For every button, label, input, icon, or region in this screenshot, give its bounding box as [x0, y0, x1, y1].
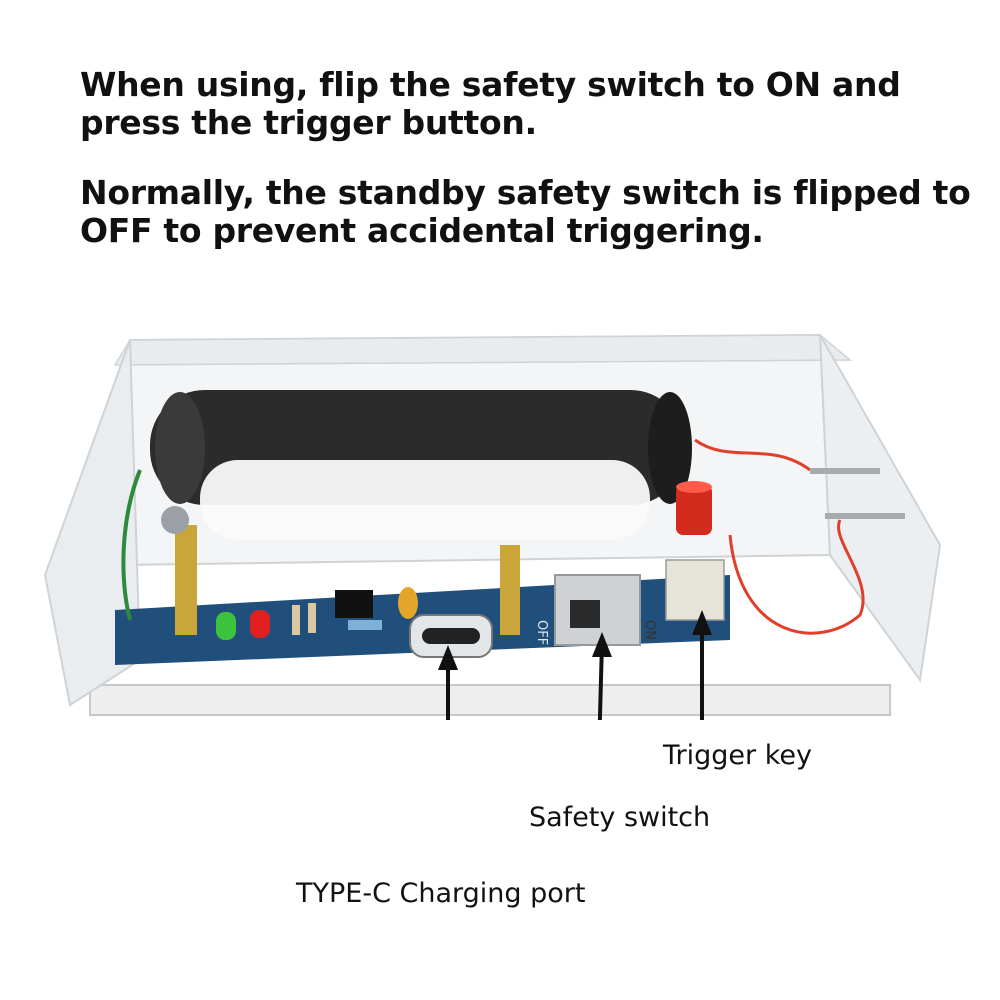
instruction-text-1: When using, flip the safety switch to ON… [80, 65, 901, 142]
standoff-right [500, 545, 520, 635]
off-marking: OFF [534, 620, 549, 645]
trigger-key-label: Trigger key [663, 740, 812, 771]
arrow-trigger-head [692, 610, 712, 635]
trigger-button [665, 481, 725, 621]
electrode-upper [810, 468, 880, 474]
led-green [216, 612, 236, 640]
arrow-typec-head [438, 645, 458, 670]
typec-port-label: TYPE-C Charging port [296, 878, 586, 909]
on-marking: ON [642, 620, 657, 640]
base-plate [89, 684, 891, 716]
safety-switch-label: Safety switch [529, 802, 711, 833]
arrow-safety-head [592, 632, 612, 657]
case-right-panel [819, 334, 942, 683]
capacitor [398, 587, 418, 619]
ic-chip [335, 590, 373, 618]
instruction-text-2: Normally, the standby safety switch is f… [80, 173, 971, 250]
resistor-2 [308, 603, 316, 633]
screw-left [161, 506, 189, 534]
wire-lower [728, 519, 865, 635]
electrode-lower [825, 513, 905, 519]
safety-switch [554, 574, 641, 646]
coil-label [200, 460, 650, 540]
typec-port [409, 614, 493, 658]
arrow-safety [597, 641, 604, 720]
case-top-edge [113, 334, 853, 366]
standoff-left [175, 525, 197, 635]
led-red [250, 610, 270, 638]
wire-green [121, 469, 142, 621]
wire-upper [694, 438, 811, 472]
resistor-3 [348, 620, 382, 630]
product-photo: OFF ON [43, 333, 942, 720]
resistor-1 [292, 605, 300, 635]
